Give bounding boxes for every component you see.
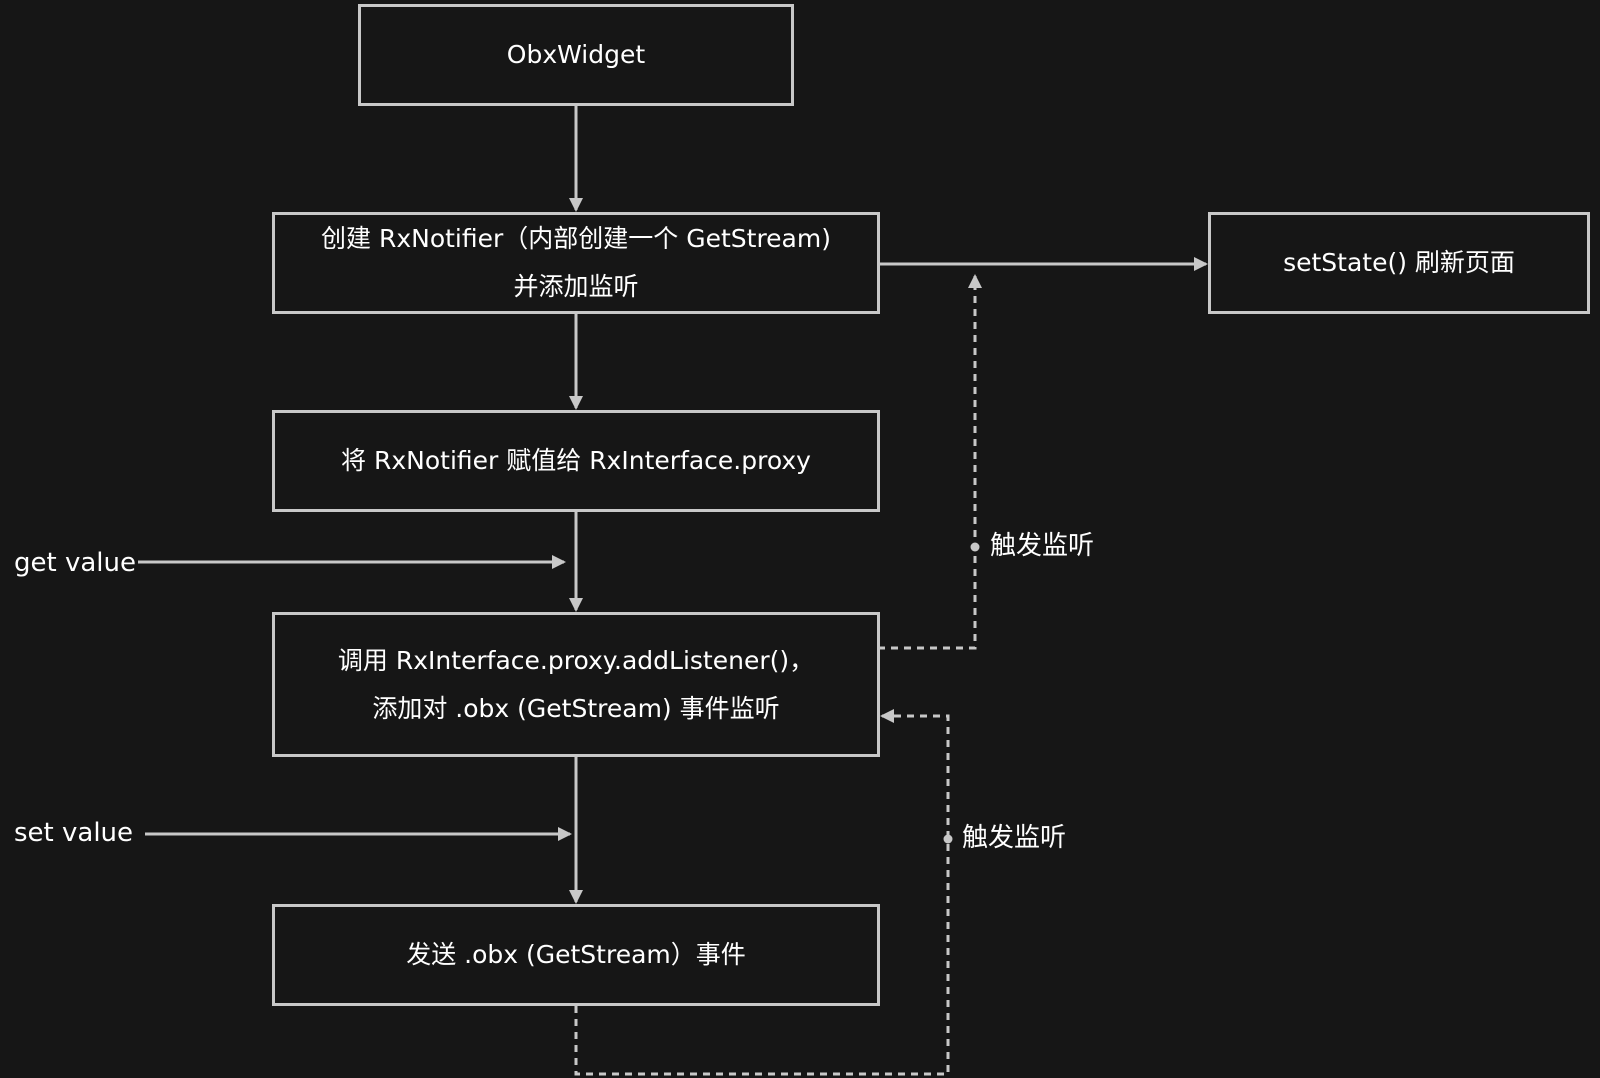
node-send-event-line-1: 发送 .obx (GetStream）事件 (406, 940, 746, 969)
node-obxwidget: ObxWidget (358, 4, 794, 106)
node-obxwidget-line-1: ObxWidget (506, 40, 646, 69)
node-add-listener: 调用 RxInterface.proxy.addListener()， 添加对 … (272, 612, 880, 757)
edge-dot-trigger-upper (970, 542, 980, 552)
node-create-notifier: 创建 RxNotifier（内部创建一个 GetStream) 并添加监听 (272, 212, 880, 314)
node-assign-proxy-line-1: 将 RxNotifier 赋值给 RxInterface.proxy (341, 446, 811, 475)
edge-dot-trigger-lower (943, 834, 953, 844)
label-trigger-lower: 触发监听 (962, 823, 1067, 853)
label-trigger-upper: 触发监听 (990, 531, 1095, 561)
edge-dashed-trigger-lower (574, 709, 950, 1076)
node-add-listener-line-1: 调用 RxInterface.proxy.addListener()， (337, 645, 815, 675)
label-get-value: get value (14, 548, 136, 578)
node-create-notifier-line-2: 并添加监听 (513, 272, 639, 301)
node-assign-proxy: 将 RxNotifier 赋值给 RxInterface.proxy (272, 410, 880, 512)
node-set-state: setState() 刷新页面 (1208, 212, 1590, 314)
label-set-value: set value (14, 818, 134, 848)
node-set-state-line-1: setState() 刷新页面 (1283, 248, 1515, 277)
node-add-listener-line-2: 添加对 .obx (GetStream) 事件监听 (372, 693, 780, 723)
node-send-event: 发送 .obx (GetStream）事件 (272, 904, 880, 1006)
node-create-notifier-line-1: 创建 RxNotifier（内部创建一个 GetStream) (321, 224, 831, 253)
edge-dashed-trigger-upper (878, 274, 982, 650)
